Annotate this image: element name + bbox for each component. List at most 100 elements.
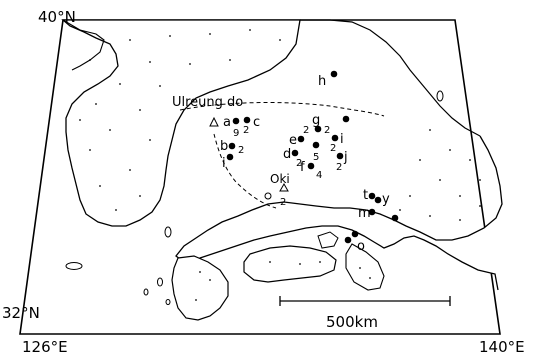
station-label-f: f bbox=[300, 160, 305, 175]
stipple-dot bbox=[409, 195, 411, 197]
count-d-2: 2 bbox=[296, 158, 302, 169]
coast-primorye bbox=[300, 19, 481, 137]
station-label-h: h bbox=[318, 74, 326, 89]
count-a-9: 9 bbox=[233, 128, 239, 139]
station-dot-i1 bbox=[226, 153, 234, 161]
station-label-j: j bbox=[343, 150, 348, 165]
station-label-b: b bbox=[220, 139, 228, 154]
coord-bottom-left-lat: 32°N bbox=[2, 304, 40, 322]
count-oki-2: 2 bbox=[280, 197, 286, 208]
station-dot-b bbox=[228, 142, 236, 150]
stipple-dot bbox=[209, 279, 211, 281]
station-dot-mid bbox=[312, 141, 320, 149]
station-dot-n bbox=[342, 115, 350, 123]
station-dot-j bbox=[336, 152, 344, 160]
stipple-dot bbox=[479, 179, 481, 181]
scale-bar-label: 500km bbox=[326, 313, 378, 331]
triangle-oki-icon bbox=[279, 182, 289, 192]
station-label-a: a bbox=[223, 115, 231, 130]
station-label-m: m bbox=[358, 206, 371, 221]
station-label-y: y bbox=[382, 192, 390, 207]
stipple-dot bbox=[129, 39, 131, 41]
lake-biwa bbox=[317, 231, 339, 249]
island-goto bbox=[157, 277, 163, 287]
stipple-dot bbox=[149, 139, 151, 141]
coord-bottom-right-lon: 140°E bbox=[479, 338, 525, 356]
land-honshu bbox=[175, 135, 503, 291]
stipple-dot bbox=[139, 109, 141, 111]
stipple-dot bbox=[95, 103, 97, 105]
station-label-o: o bbox=[357, 239, 365, 254]
station-dot-e bbox=[297, 135, 305, 143]
station-dot-o1 bbox=[351, 230, 359, 238]
stipple-dot bbox=[169, 35, 171, 37]
stipple-dot bbox=[299, 263, 301, 265]
stipple-dot bbox=[399, 209, 401, 211]
stipple-dot bbox=[149, 61, 151, 63]
land-liaodong-coast bbox=[62, 19, 105, 71]
stipple-dot bbox=[269, 261, 271, 263]
stipple-dot bbox=[189, 63, 191, 65]
count-g-2: 2 bbox=[324, 125, 330, 136]
station-dot-k bbox=[391, 214, 399, 222]
station-labels: a b c d e f g h i i j m o t y bbox=[220, 74, 390, 254]
scale-bar: 500km bbox=[279, 296, 451, 331]
station-dot-c bbox=[243, 116, 251, 124]
island-tsushima bbox=[164, 226, 172, 238]
station-dot-f bbox=[307, 162, 315, 170]
count-b-2: 2 bbox=[238, 145, 244, 156]
station-label-d: d bbox=[283, 147, 291, 162]
stipple-dot bbox=[119, 83, 121, 85]
label-oki: Oki bbox=[270, 172, 290, 186]
stipple-dot bbox=[449, 149, 451, 151]
island-oki-small bbox=[264, 192, 272, 200]
station-dot-i2 bbox=[331, 134, 339, 142]
stipple-dot bbox=[439, 179, 441, 181]
count-j-2: 2 bbox=[336, 162, 342, 173]
stipple-dot bbox=[479, 205, 481, 207]
land-shikoku bbox=[243, 245, 337, 283]
island-sw-2 bbox=[165, 299, 171, 305]
stipple-dot bbox=[419, 159, 421, 161]
station-counts: 9 2 2 2 2 5 2 4 2 2 2 bbox=[233, 125, 342, 208]
station-dot-y bbox=[374, 196, 382, 204]
stipple-dot bbox=[129, 169, 131, 171]
station-dot-o2 bbox=[344, 236, 352, 244]
station-dot-h bbox=[330, 70, 338, 78]
station-label-t: t bbox=[363, 188, 368, 203]
ulreung-basin-outline-sw bbox=[213, 133, 277, 209]
stipple-dot bbox=[459, 195, 461, 197]
island-sw-1 bbox=[143, 288, 149, 296]
station-label-i2: i bbox=[340, 132, 344, 147]
stipple-dot bbox=[429, 129, 431, 131]
coord-bottom-left-lon: 126°E bbox=[22, 338, 68, 356]
stipple-dot bbox=[99, 185, 101, 187]
stipple-dot bbox=[279, 39, 281, 41]
station-dot-d bbox=[291, 149, 299, 157]
stipple-dot bbox=[199, 271, 201, 273]
island-jeju bbox=[65, 262, 83, 270]
station-dot-t bbox=[368, 192, 376, 200]
station-dot-g bbox=[314, 125, 322, 133]
count-e-2: 2 bbox=[303, 125, 309, 136]
land-stipple bbox=[79, 29, 481, 301]
station-label-e: e bbox=[289, 133, 297, 148]
station-label-c: c bbox=[253, 115, 260, 130]
land-korea-mainland bbox=[61, 19, 301, 227]
triangle-ulreung-icon bbox=[209, 116, 219, 127]
stipple-dot bbox=[469, 159, 471, 161]
station-dot-a bbox=[232, 117, 240, 125]
count-i-2: 2 bbox=[330, 143, 336, 154]
stipple-dot bbox=[115, 209, 117, 211]
land-kyushu bbox=[171, 255, 229, 321]
station-dot-m bbox=[368, 208, 376, 216]
stipple-dot bbox=[459, 219, 461, 221]
station-markers bbox=[226, 70, 399, 244]
count-mid-5: 5 bbox=[313, 152, 319, 163]
label-ulreung-do: Ulreung do bbox=[172, 95, 243, 110]
stipple-dot bbox=[159, 85, 161, 87]
stipple-dot bbox=[319, 261, 321, 263]
station-label-i1: i bbox=[222, 156, 226, 171]
count-c-2: 2 bbox=[243, 125, 249, 136]
